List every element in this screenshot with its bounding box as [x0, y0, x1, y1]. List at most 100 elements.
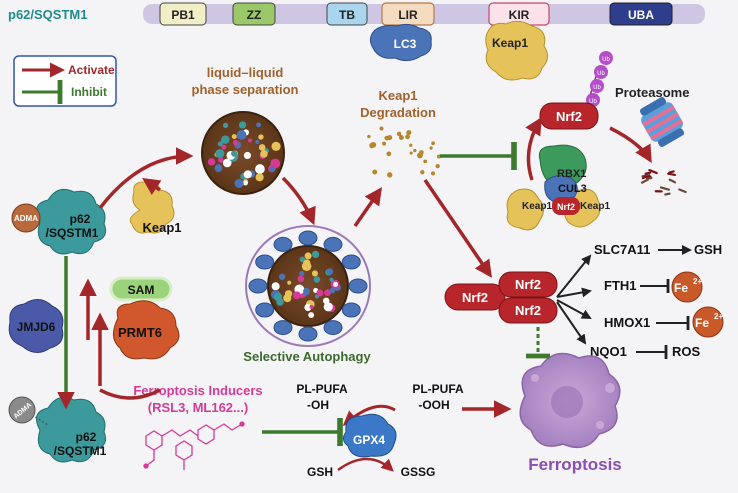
arrow-autophagy-to-degradation	[355, 190, 380, 226]
legend: Activate Inhibit	[14, 56, 116, 106]
keap1-fragment	[431, 171, 435, 175]
droplet-particle	[270, 166, 275, 171]
ub-label: Ub	[597, 71, 605, 77]
gsh-label: GSH	[307, 465, 333, 479]
p62-bottom-label-line2: /SQSTM1	[54, 444, 107, 458]
keap1-fragment	[367, 135, 370, 138]
lc3-unit	[274, 237, 292, 251]
peptide-fragment	[679, 190, 685, 192]
keap1-fragment	[423, 159, 427, 163]
peptide-fragment	[646, 173, 651, 174]
ferroptosis-inducers-line2: (RSL3, ML162...)	[148, 400, 248, 415]
droplet-particle	[248, 138, 252, 142]
keap1-fragment	[419, 150, 424, 155]
keap1-mid-label: Keap1	[142, 220, 181, 235]
lc3-unit	[256, 303, 274, 317]
keap1-fragment	[409, 144, 412, 147]
sam-label: SAM	[128, 283, 155, 297]
droplet-particle	[330, 288, 336, 294]
lc3-unit	[299, 231, 317, 245]
droplet-particle	[316, 290, 323, 297]
droplet-particle	[287, 281, 291, 285]
ferroptotic-cell	[520, 354, 620, 448]
fe-charge-2: 2+	[714, 312, 723, 321]
droplet-particle	[231, 151, 237, 157]
droplet-particle	[244, 152, 251, 159]
droplet-particle	[327, 268, 333, 274]
pl-pufa-ooh-line1: PL-PUFA	[412, 382, 464, 396]
arrow-proteasome-to-fragments	[610, 128, 650, 160]
lc3-label: LC3	[394, 37, 417, 51]
keap1-fragment	[429, 146, 432, 149]
gpx4: GPX4	[343, 414, 396, 457]
fe-charge-1: 2+	[693, 277, 702, 286]
droplet-particle	[312, 251, 319, 258]
droplet-particle	[215, 149, 224, 158]
llps-droplet	[202, 112, 284, 194]
p62-adma-top: ADMA p62 /SQSTM1	[12, 189, 106, 254]
llps-label-line1: liquid–liquid	[207, 65, 284, 80]
droplet-particle	[243, 181, 248, 186]
keap1-fragment	[413, 149, 416, 152]
droplet-particle	[276, 298, 283, 305]
keap1-fragment	[370, 142, 376, 148]
droplet-particle	[324, 302, 333, 311]
keap1-fragment	[397, 132, 401, 136]
keap1-degradation-line1: Keap1	[378, 88, 417, 103]
domain-pb1-label: PB1	[171, 8, 195, 22]
ub-label: Ub	[602, 57, 610, 63]
lc3-unit	[256, 255, 274, 269]
droplet-particle	[258, 134, 263, 139]
keap1-mid: Keap1	[130, 182, 181, 235]
proteasome-label: Proteasome	[615, 85, 689, 100]
droplet-particle	[272, 282, 280, 290]
nrf2-dimer-top-label: Nrf2	[515, 277, 541, 292]
droplet-particle	[239, 121, 246, 128]
nrf2-free-label: Nrf2	[462, 290, 488, 305]
lc3-unit	[342, 255, 360, 269]
lc3-unit	[324, 237, 342, 251]
p62-adma-bottom: ADMA p62 /SQSTM1	[9, 397, 107, 462]
keap1-cul3-complex: RBX1 CUL3 Keap1 Keap1 Nrf2	[507, 145, 610, 230]
peptide-fragments	[642, 170, 686, 194]
peptide-fragment	[670, 180, 675, 183]
arrow-complex-to-ub-nrf2	[528, 120, 540, 180]
hmox1-label: HMOX1	[604, 315, 650, 330]
keap1-fragment	[410, 151, 413, 154]
cell-bleb	[596, 421, 604, 429]
keap1-fragment	[382, 142, 386, 146]
droplet-particle	[308, 312, 314, 318]
slc7a11-label: SLC7A11	[594, 242, 650, 257]
keap1-degradation-line2: Degradation	[360, 105, 436, 120]
peptide-fragment	[647, 178, 651, 179]
peptide-fragment	[668, 174, 675, 175]
gsh-right-label: GSH	[694, 242, 722, 257]
droplet-particle	[333, 282, 338, 287]
adma-label-top: ADMA	[14, 214, 38, 223]
proteasome-icon	[635, 94, 688, 150]
cell-bleb	[605, 383, 615, 393]
pl-pufa-oh-line1: PL-PUFA	[296, 382, 348, 396]
droplet-particle	[303, 289, 307, 293]
droplet-particle	[260, 150, 268, 158]
nrf2-dimer-bottom-label: Nrf2	[515, 303, 541, 318]
selective-autophagy-label: Selective Autophagy	[243, 349, 371, 364]
autophagosome	[246, 226, 370, 346]
pl-pufa-ooh-line2: -OOH	[418, 398, 449, 412]
droplet-particle	[221, 145, 226, 150]
lc3-unit	[299, 327, 317, 341]
droplet-particle	[255, 164, 265, 174]
arrow-gsh-to-gssg	[338, 459, 392, 470]
keap1-fragment	[431, 141, 435, 145]
keap1-fragment	[379, 127, 383, 131]
lc3-bound: LC3	[370, 24, 431, 60]
domain-lir-label: LIR	[398, 8, 418, 22]
p62-domain-map: p62/SQSTM1 PB1 ZZ TB LIR KIR UBA	[8, 3, 705, 25]
gpx4-label: GPX4	[353, 433, 385, 447]
droplet-particle	[214, 164, 222, 172]
droplet-particle	[221, 135, 230, 144]
droplet-particle	[237, 130, 247, 140]
droplet-particle	[235, 179, 244, 188]
keap1-fragment	[405, 134, 410, 139]
keap1-blob-top	[486, 21, 548, 80]
